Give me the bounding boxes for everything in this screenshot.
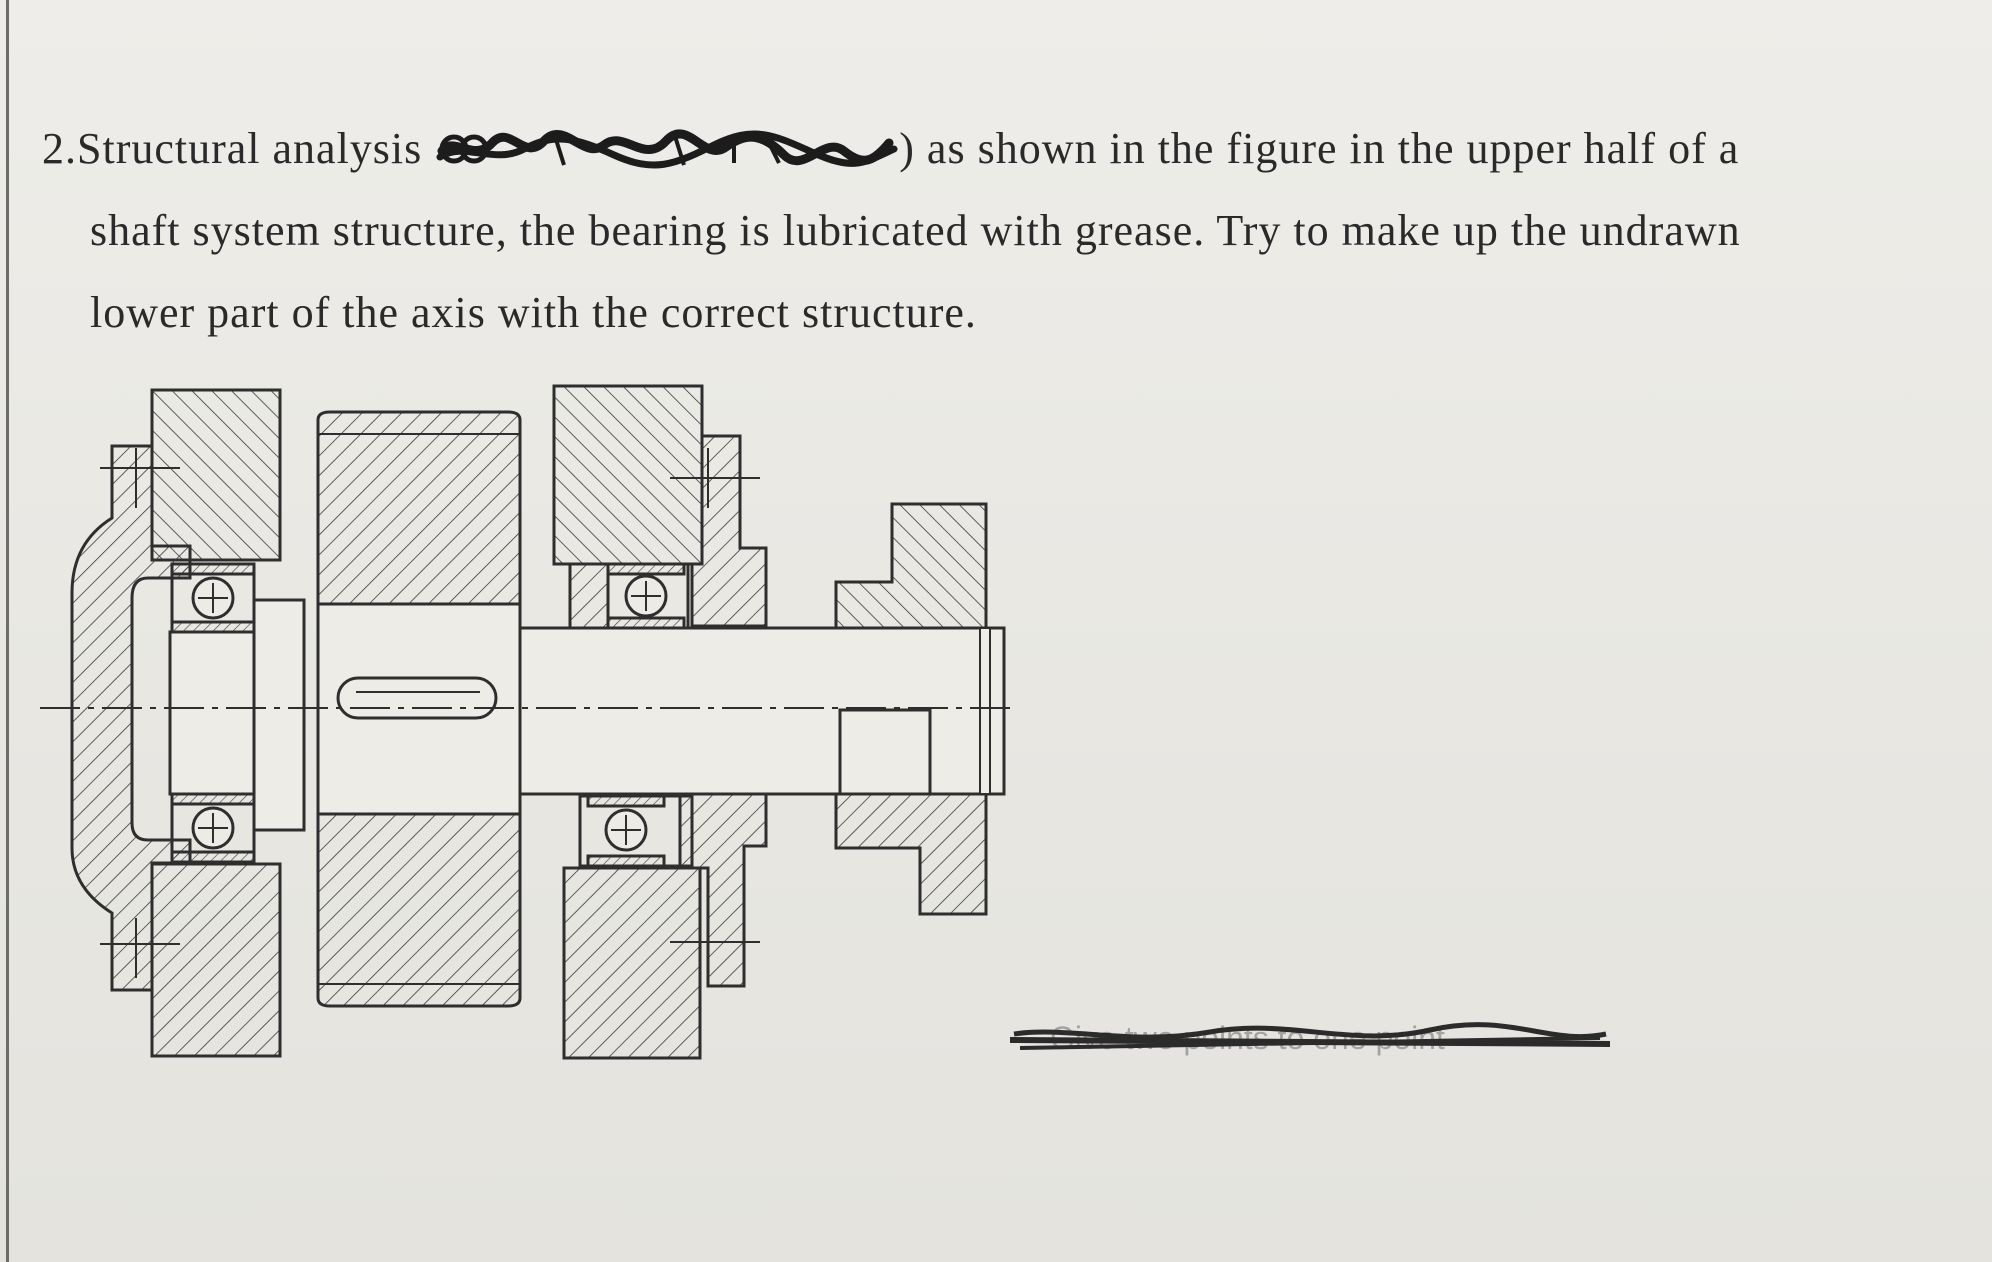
right-bearing-bottom [578,794,694,868]
shaft-end-step [838,708,932,796]
strike-through-marks [1010,1022,1610,1050]
key-slot [336,676,498,720]
struck-out-note: Give two points to one point [1010,1018,1610,1058]
shaft-collar [252,598,306,832]
question-line-1-tail: ) as shown in the figure in the upper ha… [899,124,1740,173]
question-line-2: shaft system structure, the bearing is l… [90,206,1741,255]
left-bearing-top [170,562,256,634]
gear-lower [316,812,522,1008]
left-end-cap [70,444,192,992]
right-end-cap-bottom [678,788,768,988]
right-end-cap-top [690,434,768,628]
scribbled-out-text [434,129,899,169]
shaft-assembly-drawing [40,384,1010,1060]
coupling-lower [834,792,988,916]
left-bearing-bottom [170,792,256,864]
question-number-label: 2.Structural analysis [42,124,423,173]
right-bearing-top [568,562,690,630]
gear-upper [316,410,522,606]
left-housing-bottom [150,862,282,1058]
left-housing-top [150,388,282,562]
page-edge [6,0,9,1262]
right-housing-bottom [562,866,702,1060]
question-text: 2.Structural analysis ) as shown in the … [42,108,1962,354]
coupling-upper [834,502,988,630]
bolt-marks [100,448,760,978]
question-line-1: 2.Structural analysis ) as shown in the … [42,108,1962,190]
question-line-3: lower part of the axis with the correct … [90,288,977,337]
right-housing-top [552,384,704,566]
